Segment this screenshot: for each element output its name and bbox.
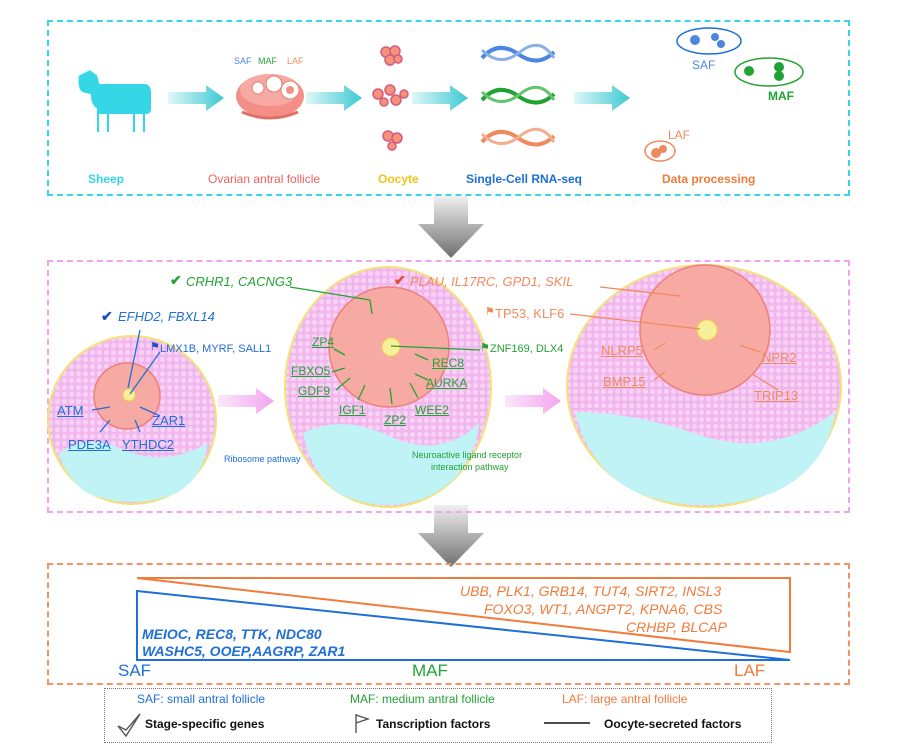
laf-genes-line3: CRHBP, BLCAP: [626, 619, 727, 635]
saf-stage-genes: EFHD2, FBXL14: [118, 309, 215, 324]
saf-genes-line1: MEIOC, REC8, TTK, NDC80: [142, 626, 322, 642]
legend-maf: MAF: medium antral follicle: [350, 692, 495, 706]
laf-follicle-icon: [566, 264, 842, 508]
laf-genes-line2: FOXO3, WT1, ANGPT2, KPNA6, CBS: [484, 601, 723, 617]
saf-cluster-icon: [676, 27, 742, 55]
axis-maf: MAF: [412, 661, 448, 680]
arrow-icon: [168, 85, 224, 111]
check-icon: ✔: [101, 308, 113, 324]
saf-tfs: LMX1B, MYRF, SALL1: [160, 343, 272, 355]
saf-genes-line2: WASHC5, OOEP,AAGRP, ZAR1: [142, 643, 346, 659]
line-icon: [544, 722, 590, 724]
ovary-icon: [236, 74, 304, 120]
down-arrow-icon: [418, 505, 484, 567]
saf-secreted-atm: ATM: [57, 403, 84, 418]
maf-secreted-wee2: WEE2: [415, 403, 450, 417]
maf-cluster-label: MAF: [768, 89, 794, 103]
saf-secreted-zar1: ZAR1: [152, 413, 186, 428]
legend-box: [104, 688, 772, 743]
arrow-icon: [306, 85, 362, 111]
check-icon: ✔: [170, 272, 182, 288]
legend-saf: SAF: small antral follicle: [137, 692, 266, 706]
maf-tag: MAF: [258, 56, 277, 66]
legend-check-label: Stage-specific genes: [145, 717, 265, 731]
maf-pathway-line1: Neuroactive ligand receptor: [412, 450, 523, 460]
flag-icon: ⚑: [150, 341, 160, 353]
gene-trend-panel: [47, 563, 850, 685]
arrow-icon: [574, 85, 630, 111]
laf-secreted-nlrp5: NLRP5: [601, 343, 643, 358]
maf-stage-genes: CRHR1, CACNG3: [186, 274, 293, 289]
arrow-icon: [505, 388, 561, 414]
arrow-icon: [218, 388, 274, 414]
check-icon: ✔: [394, 272, 406, 288]
maf-tfs: ZNF169, DLX4: [490, 343, 564, 355]
axis-saf: SAF: [118, 661, 152, 680]
saf-secreted-ythdc2: YTHDC2: [122, 437, 175, 452]
maf-secreted-aurka: AURKA: [426, 376, 468, 390]
saf-follicle-icon: [47, 335, 217, 505]
laf-secreted-trip13: TRIP13: [754, 388, 799, 403]
maf-follicle-icon: [284, 266, 492, 508]
seq-label: Single-Cell RNA-seq: [466, 172, 583, 186]
legend-line-label: Oocyte-secreted factors: [604, 717, 742, 731]
workflow-panel: [47, 20, 850, 196]
laf-tag: LAF: [287, 56, 304, 66]
sheep-icon: [76, 67, 153, 134]
rna-seq-icon: [480, 43, 556, 147]
maf-secreted-zp4: ZP4: [312, 335, 335, 349]
laf-cluster-label: LAF: [668, 128, 691, 142]
arrow-icon: [412, 85, 468, 111]
check-outline-icon: [117, 713, 141, 738]
maf-pathway-line2: interaction pathway: [431, 462, 509, 472]
legend-laf: LAF: large antral follicle: [562, 692, 688, 706]
axis-laf: LAF: [734, 661, 766, 680]
maf-secreted-igf1: IGF1: [339, 403, 366, 417]
saf-pathway: Ribosome pathway: [224, 454, 301, 464]
follicle-stage-panel: [47, 260, 850, 513]
laf-genes-line1: UBB, PLK1, GRB14, TUT4, SIRT2, INSL3: [460, 583, 722, 599]
flag-outline-icon: [355, 714, 371, 733]
laf-secreted-bmp15: BMP15: [603, 374, 646, 389]
laf-tfs: TP53, KLF6: [495, 306, 565, 321]
flag-icon: ⚑: [485, 306, 495, 318]
maf-secreted-zp2: ZP2: [384, 413, 407, 427]
follicle-label: Ovarian antral follicle: [208, 172, 321, 186]
laf-secreted-npr2: NPR2: [762, 350, 797, 365]
saf-secreted-pde3a: PDE3A: [68, 437, 111, 452]
maf-cluster-icon: [734, 57, 804, 87]
oocyte-label: Oocyte: [378, 172, 419, 186]
legend-flag-label: Tanscription factors: [376, 717, 491, 731]
oocyte-icon: [372, 45, 409, 151]
down-arrow-icon: [418, 196, 484, 258]
flag-icon: ⚑: [480, 342, 490, 354]
saf-tag: SAF: [234, 56, 252, 66]
saf-cluster-label: SAF: [692, 58, 716, 72]
maf-secreted-rec8: REC8: [432, 356, 465, 370]
maf-secreted-fbxo5: FBXO5: [291, 364, 331, 378]
processing-label: Data processing: [662, 172, 756, 186]
laf-cluster-icon: [644, 140, 676, 162]
maf-secreted-gdf9: GDF9: [298, 384, 331, 398]
laf-stage-genes: PLAU, IL17RC, GPD1, SKIL: [410, 274, 574, 289]
sheep-label: Sheep: [88, 172, 125, 186]
